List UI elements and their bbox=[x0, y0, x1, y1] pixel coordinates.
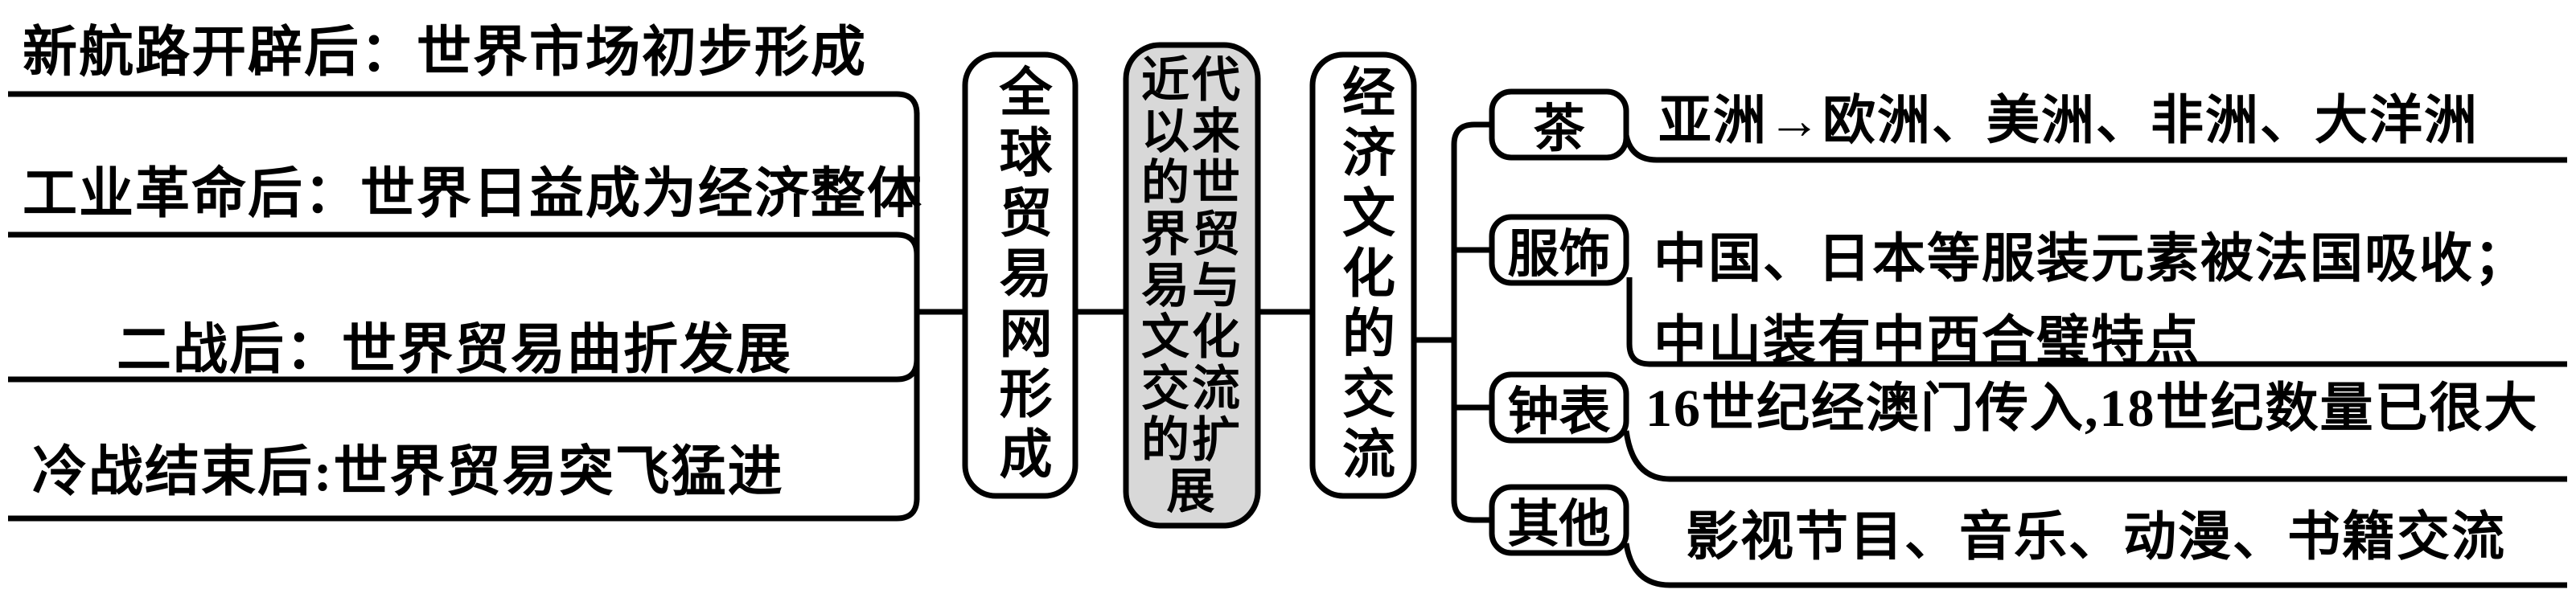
center-topic: 近代以来的世界贸易与文化交流的扩展 bbox=[1128, 50, 1256, 522]
underline-left-item-4 bbox=[8, 497, 920, 522]
label-clothing: 服饰 bbox=[1507, 226, 1611, 283]
label-box-other bbox=[1489, 484, 1629, 556]
node-global-trade-net-label: 全球贸易网形成 bbox=[991, 64, 1050, 486]
left-item-new-routes: 新航路开辟后：世界市场初步形成 bbox=[23, 22, 868, 83]
underline-clothing-desc bbox=[1626, 277, 2567, 367]
center-topic-label: 近代以来的世界贸易与文化交流的扩展 bbox=[1141, 54, 1243, 518]
clothing-description-line-1: 中国、日本等服装元素被法国吸收； bbox=[1654, 230, 2529, 289]
underline-left-item-1 bbox=[8, 91, 920, 115]
left-item-industrial-revolution: 工业革命后：世界日益成为经济整体 bbox=[23, 163, 924, 224]
underline-clock-desc bbox=[1623, 430, 2567, 482]
node-box-economy-culture bbox=[1309, 51, 1417, 499]
clock-description: 16世纪经澳门传入,18世纪数量已很大 bbox=[1645, 379, 2539, 438]
label-clock: 钟表 bbox=[1507, 383, 1611, 440]
label-box-clock bbox=[1489, 371, 1629, 444]
other-description: 影视节目、音乐、动漫、书籍交流 bbox=[1686, 508, 2506, 567]
node-economy-culture-label: 经济文化的交流 bbox=[1334, 64, 1393, 486]
left-item-post-wwii: 二战后：世界贸易曲折发展 bbox=[116, 319, 792, 380]
clothing-description-line-2: 中山装有中西合璧特点 bbox=[1654, 312, 2200, 371]
node-box-global-trade-net bbox=[962, 51, 1078, 499]
clothing-description: 中国、日本等服装元素被法国吸收； 中山装有中西合璧特点 bbox=[1654, 219, 2529, 383]
label-tea: 茶 bbox=[1533, 100, 1585, 158]
left-item-post-cold-war: 冷战结束后:世界贸易突飞猛进 bbox=[32, 441, 784, 502]
underline-left-item-2 bbox=[8, 231, 920, 256]
center-topic-box bbox=[1123, 42, 1261, 529]
label-box-tea bbox=[1489, 88, 1629, 161]
tea-description: 亚洲→欧洲、美洲、非洲、大洋洲 bbox=[1658, 92, 2479, 150]
label-other: 其他 bbox=[1507, 496, 1611, 553]
label-box-clothing bbox=[1489, 214, 1629, 286]
underline-other-desc bbox=[1623, 543, 2567, 588]
right-bracket-line bbox=[1451, 121, 1492, 523]
